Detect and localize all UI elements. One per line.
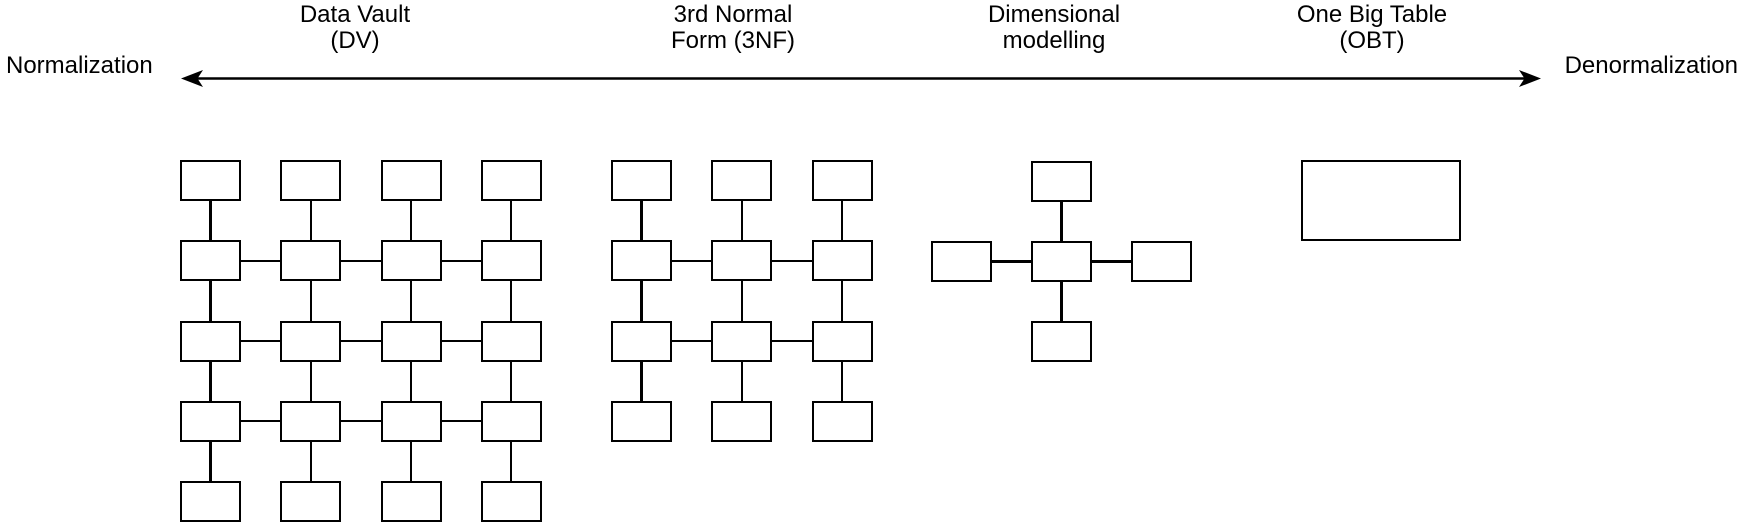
normalization-label: Normalization: [6, 52, 153, 79]
connector-horizontal: [341, 340, 381, 343]
entity-box: [280, 160, 342, 201]
entity-box: [180, 160, 241, 201]
connector-vertical: [209, 281, 212, 321]
connector-horizontal: [772, 340, 812, 343]
entity-box: [280, 320, 342, 362]
connector-horizontal: [672, 259, 712, 262]
entity-box: [180, 400, 241, 442]
entity-box: [711, 160, 773, 201]
connector-horizontal: [241, 259, 281, 262]
entity-box: [380, 320, 442, 362]
third-normal-form-label: 3rd Normal Form (3NF): [583, 2, 883, 54]
connector-horizontal: [441, 340, 481, 343]
label-line: Dimensional: [987, 1, 1121, 28]
connector-horizontal: [772, 259, 812, 262]
dimension-table-box: [930, 241, 992, 282]
entity-box: [380, 160, 442, 201]
entity-box: [611, 160, 672, 201]
one-big-table-box: [1301, 160, 1461, 241]
entity-box: [711, 320, 773, 362]
entity-box: [611, 320, 672, 362]
label-line: Form (3NF): [671, 27, 795, 54]
connector-vertical: [1060, 201, 1063, 241]
entity-box: [380, 400, 442, 442]
connector-horizontal: [991, 260, 1031, 263]
entity-box: [280, 481, 342, 523]
connector-vertical: [309, 281, 312, 321]
label-line: modelling: [1002, 27, 1106, 54]
dimension-table-box: [1131, 241, 1193, 282]
entity-box: [711, 400, 773, 442]
label-line: One Big Table: [1296, 1, 1448, 28]
connector-horizontal: [441, 259, 481, 262]
connector-vertical: [640, 281, 643, 321]
label-line: 3rd Normal: [673, 1, 793, 28]
dimension-table-box: [1031, 321, 1092, 363]
connector-vertical: [1060, 282, 1063, 322]
entity-box: [811, 400, 873, 442]
spectrum-arrow: [181, 70, 1541, 87]
connector-horizontal: [672, 340, 712, 343]
connector-vertical: [309, 201, 312, 241]
entity-box: [180, 320, 241, 362]
connector-vertical: [640, 361, 643, 401]
one-big-table-label: One Big Table (OBT): [1222, 2, 1522, 54]
entity-box: [480, 481, 542, 523]
connector-vertical: [510, 361, 513, 401]
entity-box: [180, 240, 241, 282]
connector-vertical: [841, 281, 844, 321]
connector-vertical: [510, 441, 513, 482]
entity-box: [480, 240, 542, 282]
entity-box: [280, 400, 342, 442]
connector-vertical: [640, 201, 643, 241]
entity-box: [811, 160, 873, 201]
dimension-table-box: [1031, 160, 1092, 202]
connector-horizontal: [241, 340, 281, 343]
label-line: Data Vault: [299, 1, 411, 28]
entity-box: [280, 240, 342, 282]
entity-box: [480, 320, 542, 362]
entity-box: [611, 400, 672, 442]
connector-vertical: [410, 201, 413, 241]
arrow-head-left: [181, 70, 203, 87]
connector-vertical: [410, 361, 413, 401]
connector-vertical: [740, 201, 743, 241]
connector-vertical: [209, 201, 212, 241]
arrow-head-right: [1519, 70, 1541, 87]
entity-box: [811, 240, 873, 282]
fact-table-box: [1031, 241, 1092, 282]
connector-horizontal: [341, 259, 381, 262]
connector-vertical: [740, 281, 743, 321]
dimensional-modelling-label: Dimensional modelling: [904, 2, 1204, 54]
connector-horizontal: [241, 420, 281, 423]
entity-box: [380, 240, 442, 282]
connector-horizontal: [1092, 260, 1132, 263]
entity-box: [811, 320, 873, 362]
entity-box: [480, 400, 542, 442]
connector-vertical: [410, 281, 413, 321]
connector-vertical: [209, 441, 212, 482]
connector-vertical: [309, 441, 312, 482]
denormalization-label: Denormalization: [1564, 52, 1738, 79]
label-line: (OBT): [1339, 27, 1405, 54]
connector-vertical: [841, 201, 844, 241]
entity-box: [711, 240, 773, 282]
connector-vertical: [510, 281, 513, 321]
entity-box: [380, 481, 442, 523]
connector-vertical: [740, 361, 743, 401]
entity-box: [480, 160, 542, 201]
connector-vertical: [309, 361, 312, 401]
entity-box: [611, 240, 672, 282]
label-line: (DV): [330, 27, 380, 54]
connector-vertical: [209, 361, 212, 401]
connector-horizontal: [441, 420, 481, 423]
connector-horizontal: [341, 420, 381, 423]
entity-box: [180, 481, 241, 523]
connector-vertical: [410, 441, 413, 482]
data-vault-label: Data Vault (DV): [205, 2, 505, 54]
connector-vertical: [841, 361, 844, 401]
connector-vertical: [510, 201, 513, 241]
